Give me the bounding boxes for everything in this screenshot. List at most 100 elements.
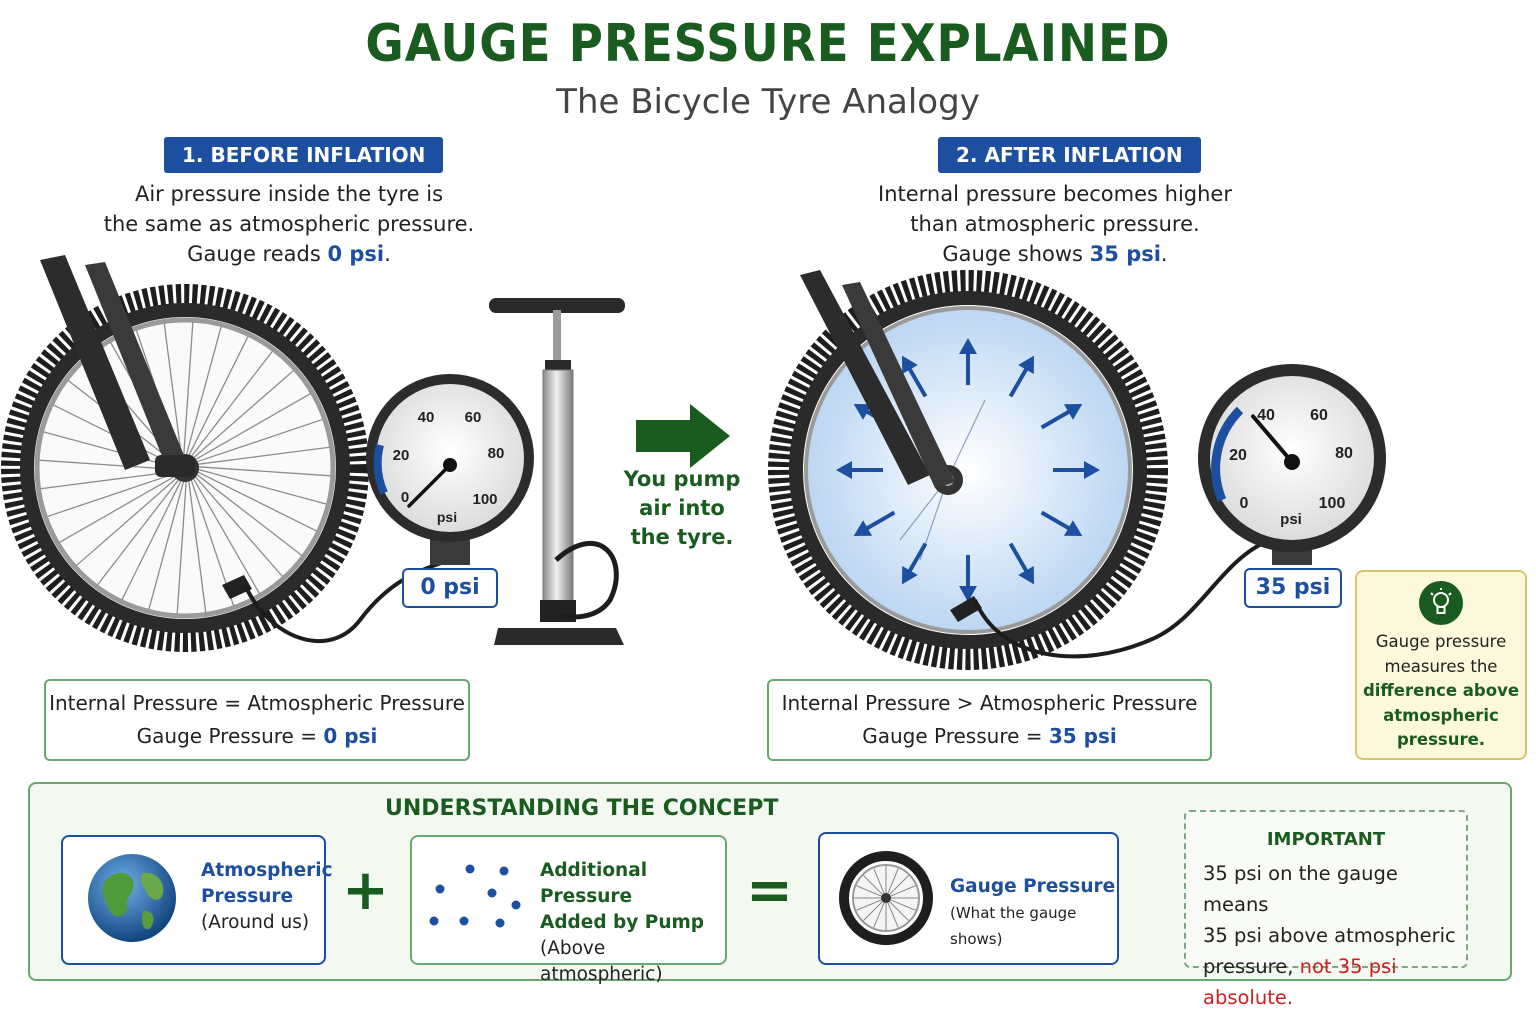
before-valve bbox=[222, 575, 252, 599]
air-particles-icon bbox=[429, 864, 521, 928]
before-gauge-needle bbox=[407, 463, 452, 508]
page-title: GAUGE PRESSURE EXPLAINED bbox=[365, 14, 1171, 74]
pump-caption-line3: the tyre. bbox=[630, 525, 734, 549]
lightbulb-icon bbox=[1419, 581, 1463, 625]
pressure-arrow-icon bbox=[959, 555, 977, 602]
wheel-spoke bbox=[191, 472, 284, 578]
wheel-spoke bbox=[190, 392, 311, 463]
after-equation-box: Internal Pressure > Atmospheric Pressure… bbox=[767, 679, 1212, 761]
after-gauge-readout: 35 psi bbox=[1244, 568, 1342, 608]
wheel-spoke bbox=[191, 470, 303, 557]
before-desc-line3: Gauge reads 0 psi. bbox=[187, 242, 391, 266]
before-tick-100: 100 bbox=[472, 491, 497, 508]
important-warning: not 35 psi absolute. bbox=[1203, 955, 1397, 1009]
wheel-spoke bbox=[189, 369, 295, 462]
after-gauge-tick-labels: 0 20 40 60 80 100 psi bbox=[1229, 407, 1353, 528]
wheel-spoke bbox=[192, 465, 331, 477]
wheel-spoke bbox=[185, 336, 249, 461]
after-eq-line2: Gauge Pressure = 35 psi bbox=[862, 724, 1117, 748]
wheel-spoke bbox=[190, 473, 261, 594]
before-tick-20: 20 bbox=[393, 447, 410, 464]
pressure-arrow-icon bbox=[1053, 461, 1100, 479]
after-tick-20: 20 bbox=[1229, 447, 1247, 464]
mini-wheel-spoke bbox=[863, 897, 887, 921]
important-note: IMPORTANT 35 psi on the gauge means 35 p… bbox=[1184, 810, 1468, 1009]
after-desc-value: 35 psi bbox=[1089, 242, 1161, 266]
note-line2: measures the bbox=[1384, 656, 1498, 676]
mini-wheel-spoke bbox=[856, 897, 887, 911]
before-equation-box: Internal Pressure = Atmospheric Pressure… bbox=[44, 679, 470, 761]
mini-wheel-spoke bbox=[885, 897, 916, 911]
note-line3: difference above bbox=[1362, 681, 1520, 700]
after-tick-60: 60 bbox=[1310, 407, 1328, 424]
after-desc-line2: than atmospheric pressure. bbox=[910, 212, 1200, 236]
atmo-title-line2: Pressure bbox=[201, 886, 294, 907]
before-fork bbox=[40, 255, 195, 477]
after-gauge-needle bbox=[1251, 414, 1294, 464]
before-gauge-readout: 0 psi bbox=[402, 568, 498, 608]
wheel-spoke bbox=[40, 470, 178, 490]
pressure-arrow-icon bbox=[1008, 542, 1034, 585]
important-line3: pressure, not 35 psi absolute. bbox=[1203, 955, 1397, 1009]
atmo-subtitle: (Around us) bbox=[201, 912, 310, 933]
wheel-spoke bbox=[176, 475, 188, 614]
added-title-line2: Added by Pump bbox=[540, 912, 705, 933]
gauge-card-title: Gauge Pressure bbox=[950, 876, 1116, 897]
after-tick-100: 100 bbox=[1319, 495, 1346, 512]
mini-wheel-spoke bbox=[885, 897, 909, 921]
atmo-title-line1: Atmospheric bbox=[201, 860, 333, 881]
pump-caption: You pump air into the tyre. bbox=[622, 465, 742, 552]
pressure-arrow-icon bbox=[902, 542, 928, 585]
wheel-spoke bbox=[121, 475, 185, 600]
gauge-pressure-card: Gauge Pressure (What the gauge shows) bbox=[818, 832, 1119, 965]
wheel-spoke bbox=[47, 471, 179, 518]
mini-wheel-spoke bbox=[885, 885, 916, 899]
mini-wheel-spoke bbox=[873, 868, 887, 899]
important-body: 35 psi on the gauge means 35 psi above a… bbox=[1203, 858, 1466, 1013]
before-tick-60: 60 bbox=[465, 409, 482, 426]
after-bicycle-wheel bbox=[768, 270, 1168, 670]
note-line5: pressure. bbox=[1396, 730, 1486, 749]
wheel-spoke bbox=[43, 431, 178, 469]
after-gauge-hose bbox=[973, 538, 1271, 659]
wheel-spoke bbox=[192, 446, 330, 466]
before-tick-0: 0 bbox=[401, 489, 409, 506]
equals-operator: = bbox=[746, 858, 793, 923]
before-gauge-tick-labels: 0 20 40 60 80 100 psi bbox=[393, 409, 505, 525]
concept-title: UNDERSTANDING THE CONCEPT bbox=[385, 796, 779, 821]
pump-caption-line1: You pump bbox=[623, 467, 741, 491]
important-title: IMPORTANT bbox=[1266, 829, 1386, 850]
after-eq-value: 35 psi bbox=[1048, 724, 1117, 748]
after-fork bbox=[800, 270, 955, 488]
after-eq-line1: Internal Pressure > Atmospheric Pressure bbox=[781, 691, 1198, 715]
before-tick-80: 80 bbox=[488, 445, 505, 462]
after-tick-80: 80 bbox=[1335, 445, 1353, 462]
pressure-arrow-icon bbox=[902, 355, 928, 398]
wheel-spoke bbox=[163, 323, 183, 461]
important-line1: 35 psi on the gauge means bbox=[1203, 862, 1398, 916]
wheel-icon bbox=[839, 851, 933, 945]
after-tick-0: 0 bbox=[1240, 495, 1249, 512]
wheel-spoke bbox=[192, 467, 327, 505]
after-tick-40: 40 bbox=[1257, 407, 1275, 424]
after-description: Internal pressure becomes higher than at… bbox=[850, 179, 1260, 269]
before-eq-line1: Internal Pressure = Atmospheric Pressure bbox=[49, 691, 465, 715]
pressure-arrow-icon bbox=[1040, 404, 1083, 430]
before-badge: 1. BEFORE INFLATION bbox=[164, 137, 444, 173]
mini-wheel-spoke bbox=[873, 897, 887, 928]
after-section-header: 2. AFTER INFLATION bbox=[938, 137, 1201, 173]
wheel-spoke bbox=[187, 475, 207, 613]
after-desc-line3: Gauge shows 35 psi. bbox=[942, 242, 1168, 266]
gauge-card-subtitle: (What the gauge shows) bbox=[950, 904, 1077, 948]
wheel-spoke bbox=[59, 473, 180, 544]
pressure-arrow-icon bbox=[853, 510, 896, 536]
before-pressure-gauge: 0 20 40 60 80 100 psi bbox=[366, 374, 534, 565]
wheel-spoke bbox=[192, 468, 317, 532]
mini-wheel-spoke bbox=[856, 885, 887, 899]
after-gauge-unit: psi bbox=[1280, 511, 1302, 528]
before-eq-value: 0 psi bbox=[323, 724, 378, 748]
pressure-arrow-icon bbox=[836, 461, 883, 479]
definition-note: Gauge pressure measures the difference a… bbox=[1355, 570, 1527, 760]
wheel-spoke bbox=[182, 322, 194, 461]
